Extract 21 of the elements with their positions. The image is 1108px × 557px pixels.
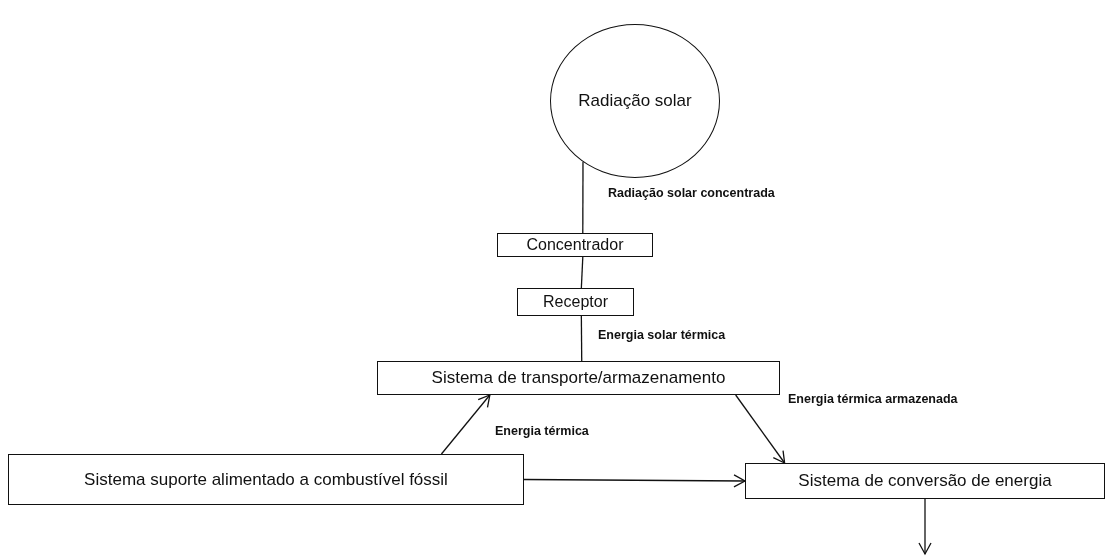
process-box [517,288,634,316]
edge-label: Energia solar térmica [596,328,728,342]
process-box [8,454,524,505]
node-label: Sistema suporte alimentado a combustível fóssil [84,469,448,490]
arrow [523,474,746,488]
node-label: Receptor [543,293,608,311]
arrow [440,394,491,455]
process-box [377,361,780,395]
arrow [735,394,786,464]
connector-line [580,315,583,362]
edge-label: Energia térmica [493,424,591,438]
node-label: Sistema de transporte/armazenamento [431,368,726,388]
node-label: Radiação solar [578,91,692,111]
process-box [497,233,653,257]
edge-label: Energia térmica armazenada [786,392,960,406]
connector-line [580,256,584,289]
edge-label: Radiação solar concentrada [606,186,777,200]
node-label: Sistema de conversão de energia [798,471,1052,491]
node-label: Concentrador [526,236,624,254]
arrow [918,498,932,555]
process-box [745,463,1105,499]
